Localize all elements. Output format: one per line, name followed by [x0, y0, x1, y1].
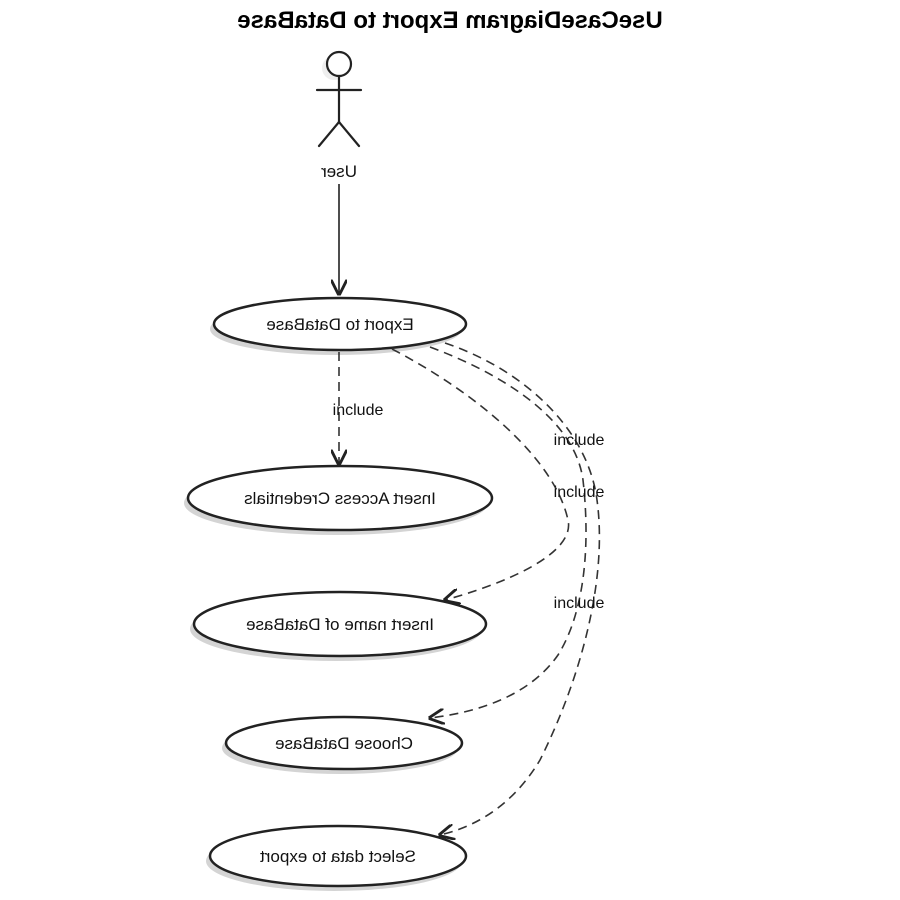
use-case-db-name: Insert name of DataBase [190, 590, 488, 661]
actor-user-icon [315, 50, 363, 148]
use-case-choose-db-label: Choose DataBase [275, 734, 413, 753]
include-label-db-name: include [554, 432, 605, 449]
include-label-choose-db: include [554, 484, 605, 501]
include-label-select-data: include [554, 595, 605, 612]
use-case-access-credentials-label: Insert Access Credentials [244, 489, 436, 508]
use-case-access-credentials: Insert Access Credentials [184, 464, 494, 535]
use-case-export-label: Export to DataBase [266, 315, 413, 334]
use-case-select-data: Select data to export [206, 824, 468, 891]
include-label-credentials: include [333, 402, 384, 419]
actor-user-label: User [321, 162, 357, 181]
use-case-choose-db: Choose DataBase [222, 715, 464, 774]
include-edge-select-data [440, 342, 601, 835]
diagram-title: UseCaseDiagram Export to DataBase [237, 7, 663, 34]
use-case-select-data-label: Select data to export [260, 847, 416, 866]
use-case-db-name-label: Insert name of DataBase [246, 615, 434, 634]
include-edge-choose-db [430, 346, 587, 718]
use-case-export: Export to DataBase [210, 296, 468, 355]
include-edge-db-name [391, 348, 570, 600]
